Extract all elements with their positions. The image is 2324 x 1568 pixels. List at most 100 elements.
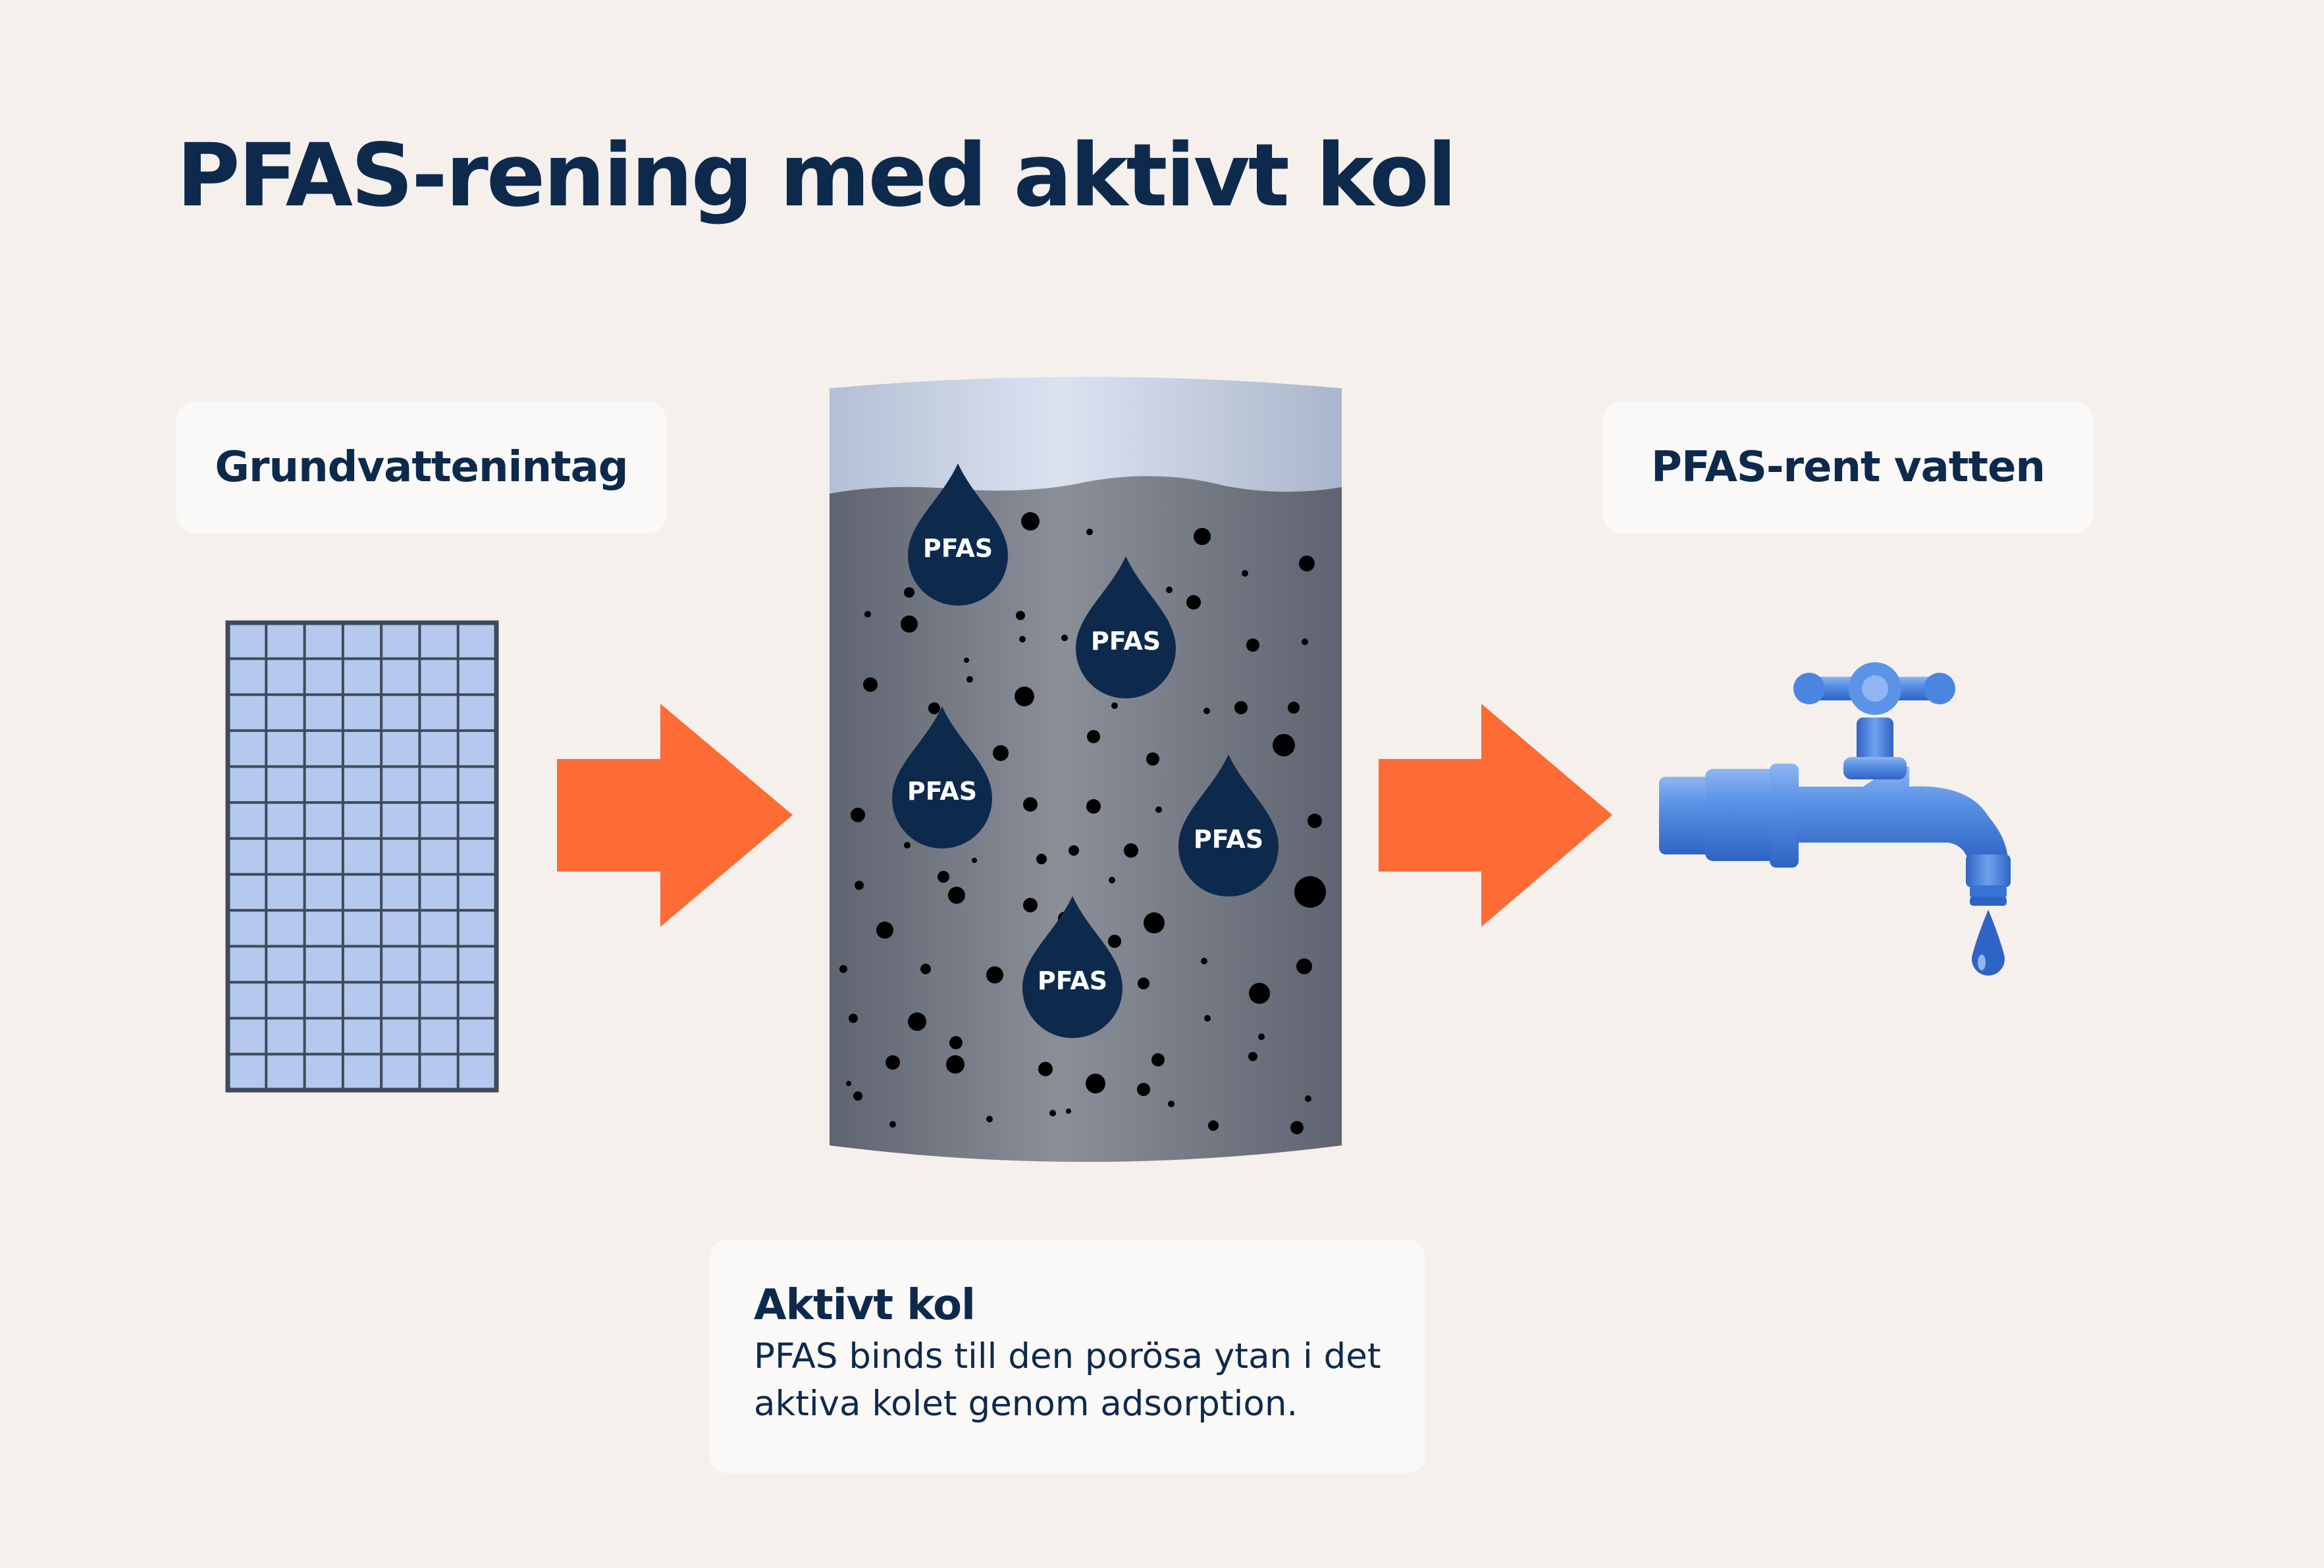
carbon-particle: [993, 745, 1009, 761]
carbon-particle: [1038, 1062, 1053, 1076]
carbon-particle: [972, 858, 977, 863]
arrow-right-icon: [1379, 704, 1612, 927]
carbon-particle: [1061, 635, 1068, 641]
carbon-particle: [1288, 702, 1300, 714]
carbon-particle: [1234, 701, 1248, 714]
carbon-particle: [1111, 702, 1118, 709]
carbon-particle: [1242, 570, 1248, 577]
carbon-particle: [1023, 797, 1038, 812]
carbon-particle: [1166, 587, 1173, 593]
carbon-particle: [1087, 730, 1100, 743]
clean-water-label-box: PFAS-rent vatten: [1603, 402, 2093, 533]
arrow-right-icon: [557, 704, 793, 927]
carbon-particle: [904, 842, 911, 849]
carbon-particle: [1109, 877, 1115, 883]
carbon-particle: [1086, 799, 1101, 814]
carbon-particle: [1021, 512, 1040, 531]
carbon-particle: [1155, 806, 1162, 813]
carbon-particle: [863, 677, 878, 692]
carbon-particle: [1296, 958, 1312, 974]
carbon-particle: [946, 1055, 964, 1074]
pfas-droplet: PFAS: [1022, 896, 1122, 1038]
carbon-particle: [1208, 1120, 1219, 1131]
info-card: Aktivt kol PFAS binds till den porösa yt…: [709, 1240, 1425, 1473]
water-tap-icon: [1659, 662, 2011, 976]
carbon-particle: [853, 1091, 862, 1101]
carbon-particle: [901, 615, 918, 633]
carbon-particle: [1204, 1015, 1211, 1022]
pfas-droplet: PFAS: [1178, 754, 1279, 897]
carbon-particle: [908, 1012, 926, 1031]
grid-filter-icon: [225, 620, 499, 1093]
carbon-particle: [1019, 636, 1026, 642]
carbon-particle: [846, 1081, 851, 1086]
carbon-particle: [1168, 1101, 1175, 1107]
carbon-particle: [904, 587, 914, 598]
carbon-particle: [1137, 1083, 1150, 1096]
carbon-particle: [1302, 639, 1308, 645]
carbon-particle: [851, 808, 865, 822]
carbon-particle: [1036, 854, 1047, 864]
pfas-label: PFAS: [907, 777, 977, 806]
carbon-particle: [1201, 958, 1207, 964]
info-heading: Aktivt kol: [754, 1281, 976, 1330]
carbon-particle: [839, 965, 847, 973]
carbon-particle: [1299, 556, 1315, 571]
carbon-particle: [1015, 687, 1034, 706]
carbon-particle: [920, 964, 931, 974]
carbon-particle: [986, 966, 1003, 983]
pfas-droplet: PFAS: [1076, 556, 1176, 698]
carbon-particle: [1151, 1053, 1165, 1066]
carbon-particle: [938, 871, 949, 883]
carbon-particle: [1294, 876, 1326, 908]
carbon-particle: [1124, 843, 1138, 858]
carbon-particle: [1203, 708, 1210, 714]
carbon-particle: [1069, 845, 1079, 856]
carbon-particle: [849, 1014, 858, 1023]
pfas-droplet: PFAS: [908, 463, 1008, 606]
info-description: PFAS binds till den porösa ytan i det ak…: [754, 1336, 1381, 1424]
pfas-label: PFAS: [1194, 825, 1263, 854]
pfas-label: PFAS: [1038, 966, 1107, 995]
pfas-label: PFAS: [923, 534, 993, 563]
intake-label-box: Grundvattenintag: [176, 402, 666, 533]
clean-water-label: PFAS-rent vatten: [1651, 443, 2046, 492]
carbon-particle: [1249, 983, 1270, 1004]
carbon-particle: [1023, 898, 1038, 912]
carbon-particle: [1273, 734, 1295, 756]
carbon-particle: [1290, 1121, 1304, 1134]
carbon-particle: [876, 922, 893, 939]
carbon-particle: [1246, 639, 1259, 652]
pfas-droplet: PFAS: [892, 706, 992, 849]
carbon-particle: [1248, 1052, 1257, 1061]
carbon-particle: [928, 702, 940, 714]
carbon-particle: [964, 658, 969, 663]
carbon-particle: [986, 1116, 993, 1122]
carbon-particle: [1049, 1110, 1056, 1116]
carbon-particle: [948, 887, 965, 904]
carbon-particle: [1138, 978, 1149, 989]
carbon-particle: [889, 1121, 896, 1128]
page-title: PFAS-rening med aktivt kol: [176, 125, 1457, 226]
carbon-particle: [1186, 595, 1201, 610]
intake-label: Grundvattenintag: [215, 443, 628, 492]
carbon-particle: [1086, 529, 1093, 535]
activated-carbon-tank-icon: PFAS PFAS PFAS PFAS PFAS: [830, 377, 1342, 1162]
carbon-particle: [1194, 528, 1211, 545]
carbon-particle: [1108, 935, 1121, 948]
carbon-particle: [949, 1036, 963, 1049]
carbon-particle: [1016, 611, 1025, 620]
carbon-particle: [1144, 912, 1165, 933]
carbon-particle: [1307, 814, 1322, 828]
carbon-particle: [855, 881, 864, 890]
carbon-particle: [864, 611, 871, 617]
carbon-particle: [1258, 1033, 1265, 1040]
pfas-label: PFAS: [1091, 627, 1161, 656]
carbon-particle: [966, 676, 973, 683]
carbon-particle: [1146, 752, 1159, 766]
carbon-particle: [885, 1055, 900, 1070]
carbon-particle: [1066, 1109, 1071, 1114]
carbon-particle: [1305, 1095, 1311, 1102]
